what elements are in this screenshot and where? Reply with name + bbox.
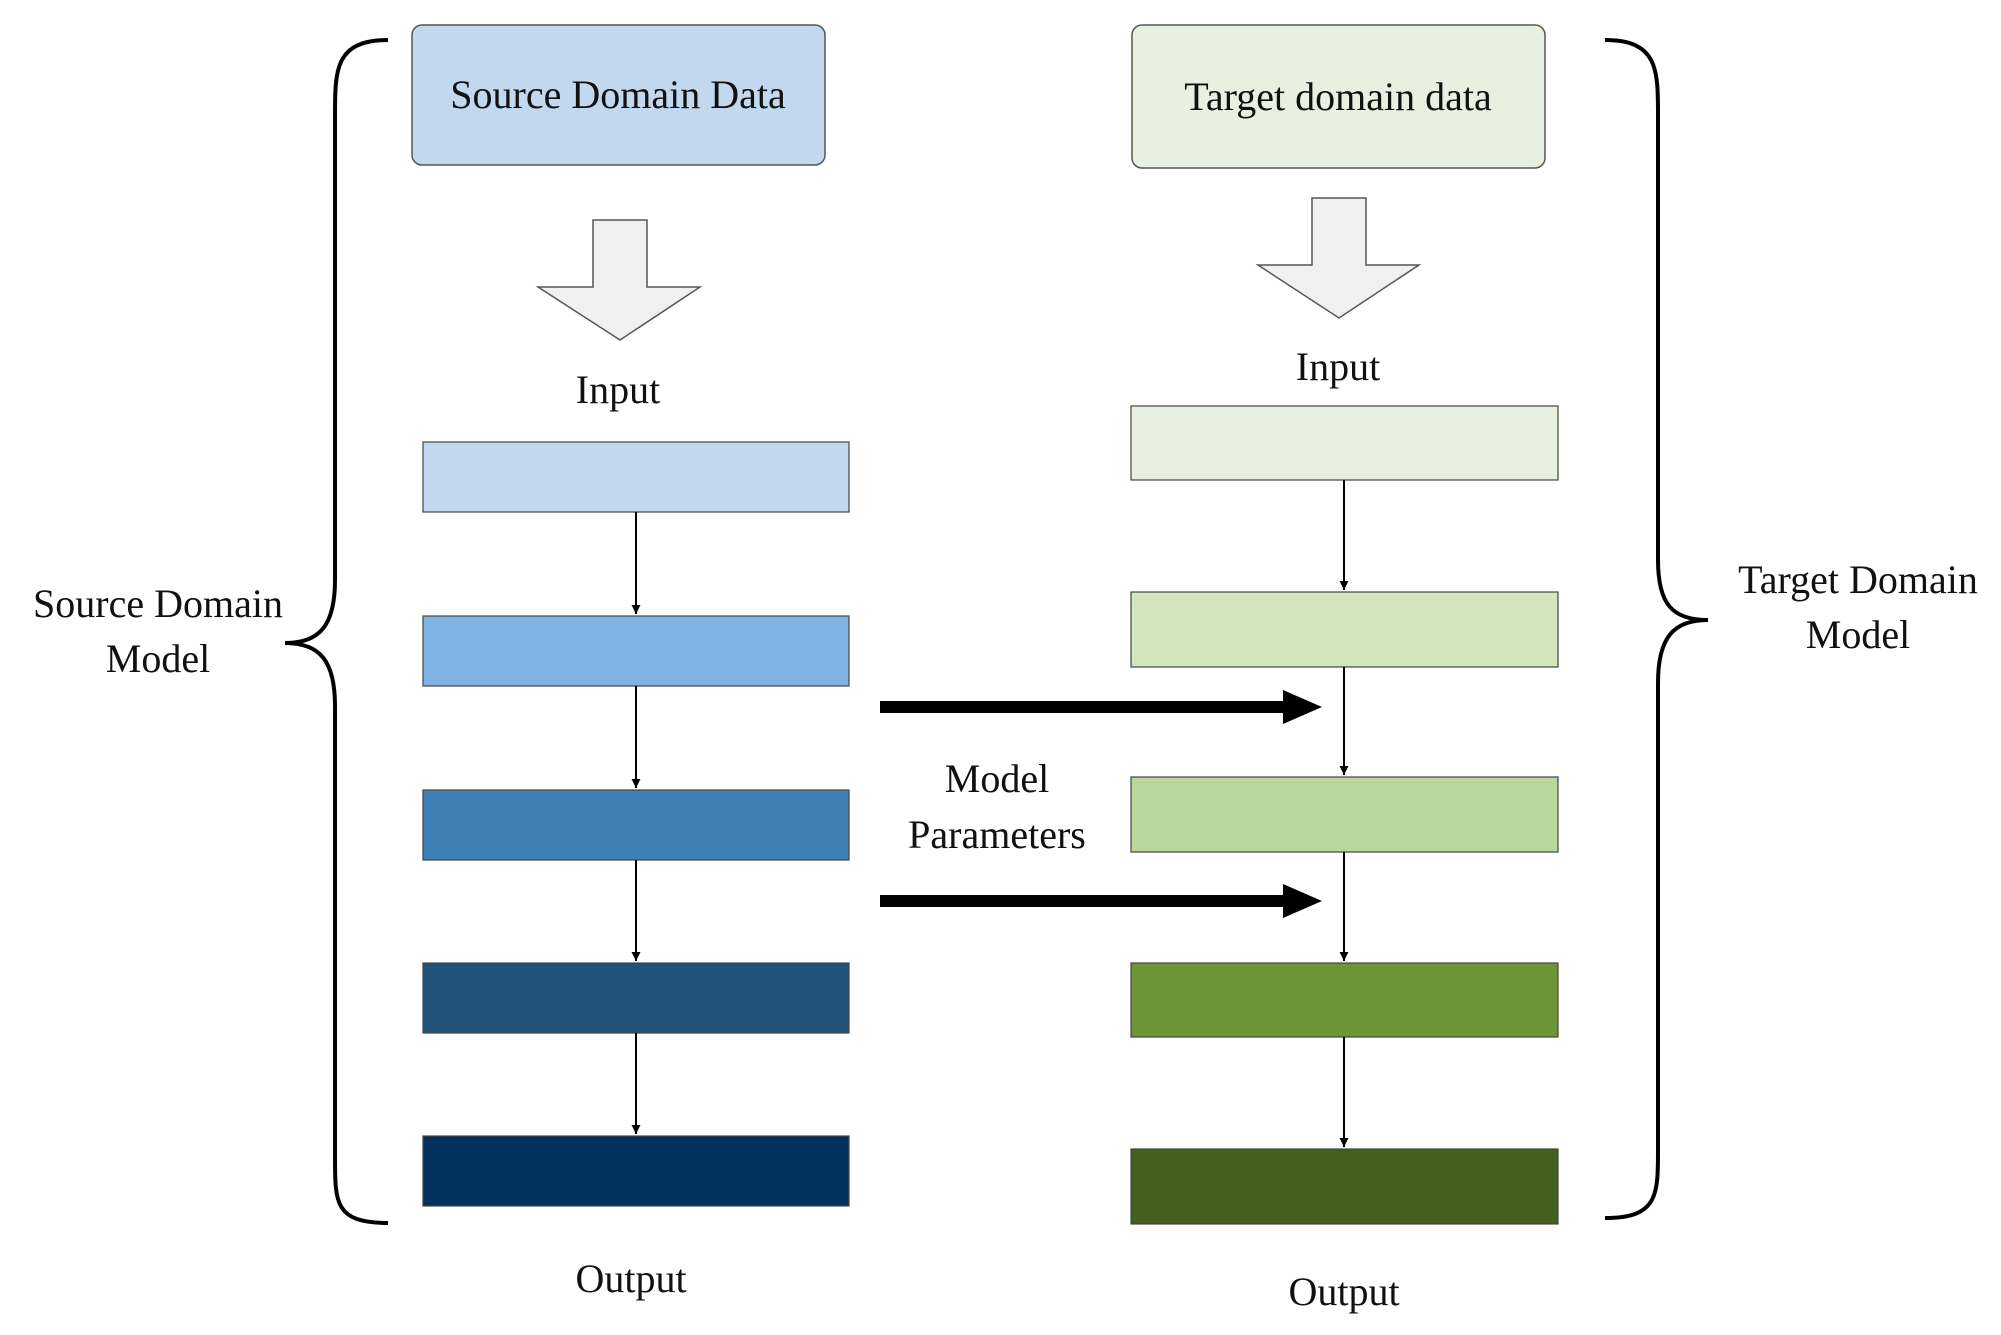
source-data-label: Source Domain Data bbox=[450, 72, 786, 117]
target-output-label: Output bbox=[1288, 1269, 1399, 1314]
model-parameters-label-line1: Model bbox=[945, 756, 1049, 801]
source-layer-5 bbox=[422, 1135, 850, 1207]
target-layer-5 bbox=[1130, 1148, 1559, 1225]
target-data-box bbox=[1131, 24, 1546, 169]
source-input-label: Input bbox=[576, 367, 660, 412]
transfer-arrow-lower-head bbox=[1283, 884, 1322, 918]
target-model-label-line2: Model bbox=[1806, 612, 1910, 657]
target-model-brace bbox=[1604, 38, 1709, 1220]
target-input-label: Input bbox=[1296, 344, 1380, 389]
source-layer-3 bbox=[422, 789, 850, 861]
target-layer-2 bbox=[1130, 591, 1559, 668]
target-data-label: Target domain data bbox=[1184, 74, 1492, 119]
target-model-label-line1: Target Domain bbox=[1738, 557, 1978, 602]
target-layer-1 bbox=[1130, 405, 1559, 481]
target-layer-4 bbox=[1130, 962, 1559, 1038]
model-parameters-label-line2: Parameters bbox=[908, 812, 1086, 857]
source-model-label-line2: Model bbox=[106, 636, 210, 681]
source-model-brace bbox=[284, 38, 389, 1225]
source-model-label-line1: Source Domain bbox=[33, 581, 283, 626]
source-layer-2 bbox=[422, 615, 850, 687]
target-input-arrow bbox=[1255, 197, 1422, 319]
source-data-box bbox=[411, 24, 826, 166]
source-layer-4 bbox=[422, 962, 850, 1034]
source-input-arrow bbox=[535, 219, 703, 341]
source-layer-1 bbox=[422, 441, 850, 513]
transfer-arrow-upper-head bbox=[1283, 690, 1322, 724]
target-layer-3 bbox=[1130, 776, 1559, 853]
source-output-label: Output bbox=[575, 1256, 686, 1301]
